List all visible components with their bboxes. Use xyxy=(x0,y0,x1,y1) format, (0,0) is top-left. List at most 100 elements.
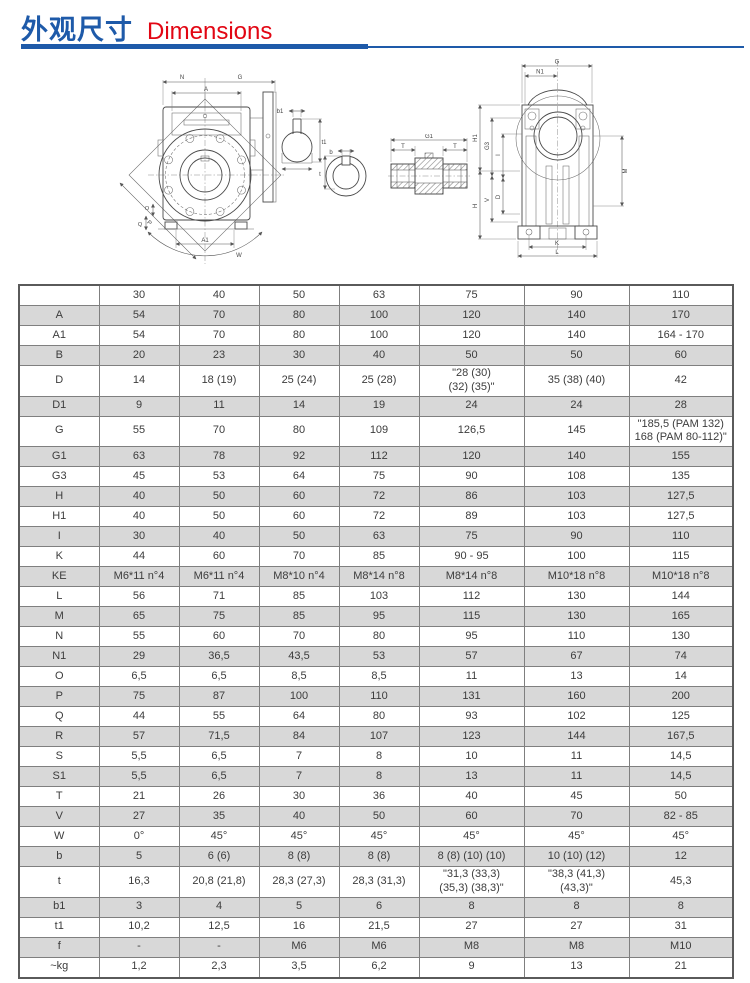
bore-section-drawing: b t xyxy=(319,149,367,197)
dimension-cell: 35 (38) (40) xyxy=(523,365,630,397)
dimension-cell: 140 xyxy=(523,446,630,467)
dimension-cell: 28 xyxy=(628,395,734,417)
size-column-header: 50 xyxy=(258,284,340,306)
row-label: D xyxy=(18,365,100,397)
dimension-cell: 110 xyxy=(628,526,734,547)
dimension-cell: "31,3 (33,3) (35,3) (38,3)" xyxy=(418,866,525,898)
dimension-cell: 80 xyxy=(258,415,340,447)
dimension-cell: 71,5 xyxy=(178,726,260,747)
dimension-cell: 40 xyxy=(338,345,420,366)
dimension-cell: 27 xyxy=(418,916,525,938)
dim-label-k: K xyxy=(555,241,559,247)
title-underline xyxy=(21,44,747,49)
dimension-cell: 108 xyxy=(523,466,630,487)
dimension-cell: 100 xyxy=(338,325,420,346)
dim-label-v: V xyxy=(485,198,491,202)
dimension-cell: 75 xyxy=(178,606,260,627)
page-title-zh: 外观尺寸 xyxy=(21,15,133,45)
dim-label-b1: b1 xyxy=(277,109,284,115)
dimension-cell: 45° xyxy=(258,826,340,847)
dimension-cell: 40 xyxy=(98,506,180,527)
dimension-cell: 20 xyxy=(98,345,180,366)
dimension-cell: 90 - 95 xyxy=(418,546,525,567)
dimension-cell: 24 xyxy=(418,395,525,417)
dimension-cell: 144 xyxy=(628,586,734,607)
dimension-cell: 13 xyxy=(523,666,630,687)
dimension-cell: 10 (10) (12) xyxy=(523,846,630,867)
dimension-cell: 14 xyxy=(258,395,340,417)
dim-label-g3: G3 xyxy=(485,141,491,150)
dim-label-d: D xyxy=(496,194,502,199)
row-label: b xyxy=(18,846,100,867)
row-label: L xyxy=(18,586,100,607)
dimension-cell: 78 xyxy=(178,446,260,467)
row-label: R xyxy=(18,726,100,747)
dimension-cell: 60 xyxy=(628,345,734,366)
dim-label-g: G xyxy=(238,75,243,81)
dimension-cell: 140 xyxy=(523,305,630,326)
dimension-cell: 103 xyxy=(338,586,420,607)
dimension-cell: 85 xyxy=(338,546,420,567)
row-label: D1 xyxy=(18,395,100,417)
dimension-cell: M6*11 n°4 xyxy=(178,566,260,587)
dimension-cell: 164 - 170 xyxy=(628,325,734,346)
dimension-cell: 50 xyxy=(523,345,630,366)
dimension-cell: 6,5 xyxy=(178,666,260,687)
dimension-cell: 14 xyxy=(98,365,180,397)
dimension-cell: "185,5 (PAM 132) 168 (PAM 80-112)" xyxy=(628,415,734,447)
dimension-cell: 31 xyxy=(628,916,734,938)
dimension-cell: 45,3 xyxy=(628,866,734,898)
dimension-cell: 123 xyxy=(418,726,525,747)
dimension-cell: 26 xyxy=(178,786,260,807)
dimension-cell: 80 xyxy=(338,626,420,647)
dim-label-n: N xyxy=(180,75,184,81)
dimension-cell: 67 xyxy=(523,646,630,667)
dimension-cell: 85 xyxy=(258,586,340,607)
row-label: H1 xyxy=(18,506,100,527)
dimension-cell: 50 xyxy=(338,806,420,827)
size-column-header: 90 xyxy=(523,284,630,306)
row-label: t xyxy=(18,866,100,898)
dimension-cell: 50 xyxy=(178,506,260,527)
dimension-cell: 80 xyxy=(258,305,340,326)
row-label: G xyxy=(18,415,100,447)
row-label: A xyxy=(18,305,100,326)
row-label: Q xyxy=(18,706,100,727)
dimension-cell: 53 xyxy=(178,466,260,487)
row-label: S xyxy=(18,746,100,767)
dimension-cell: 70 xyxy=(258,546,340,567)
dimension-cell: 80 xyxy=(258,325,340,346)
dimension-cell: 5,5 xyxy=(98,746,180,767)
dimension-cell: 54 xyxy=(98,305,180,326)
size-column-header: 30 xyxy=(98,284,180,306)
dim-label-t-right: T xyxy=(453,144,457,150)
dimension-cell: 21 xyxy=(628,956,734,978)
row-label: K xyxy=(18,546,100,567)
dimension-cell: 40 xyxy=(418,786,525,807)
dimension-cell: 10,2 xyxy=(98,916,180,938)
dimension-cell: 93 xyxy=(418,706,525,727)
dim-label-g1: G1 xyxy=(425,134,434,140)
dimension-cell: 50 xyxy=(418,345,525,366)
dimension-cell: 7 xyxy=(258,746,340,767)
dimension-cell: 45° xyxy=(628,826,734,847)
row-label: G3 xyxy=(18,466,100,487)
dim-label-n1: N1 xyxy=(536,70,544,76)
dimension-cell: 70 xyxy=(178,415,260,447)
dimension-cell: 125 xyxy=(628,706,734,727)
dimension-cell: 109 xyxy=(338,415,420,447)
row-label: N xyxy=(18,626,100,647)
dim-label-q: Q xyxy=(138,222,143,228)
row-label: f xyxy=(18,936,100,958)
